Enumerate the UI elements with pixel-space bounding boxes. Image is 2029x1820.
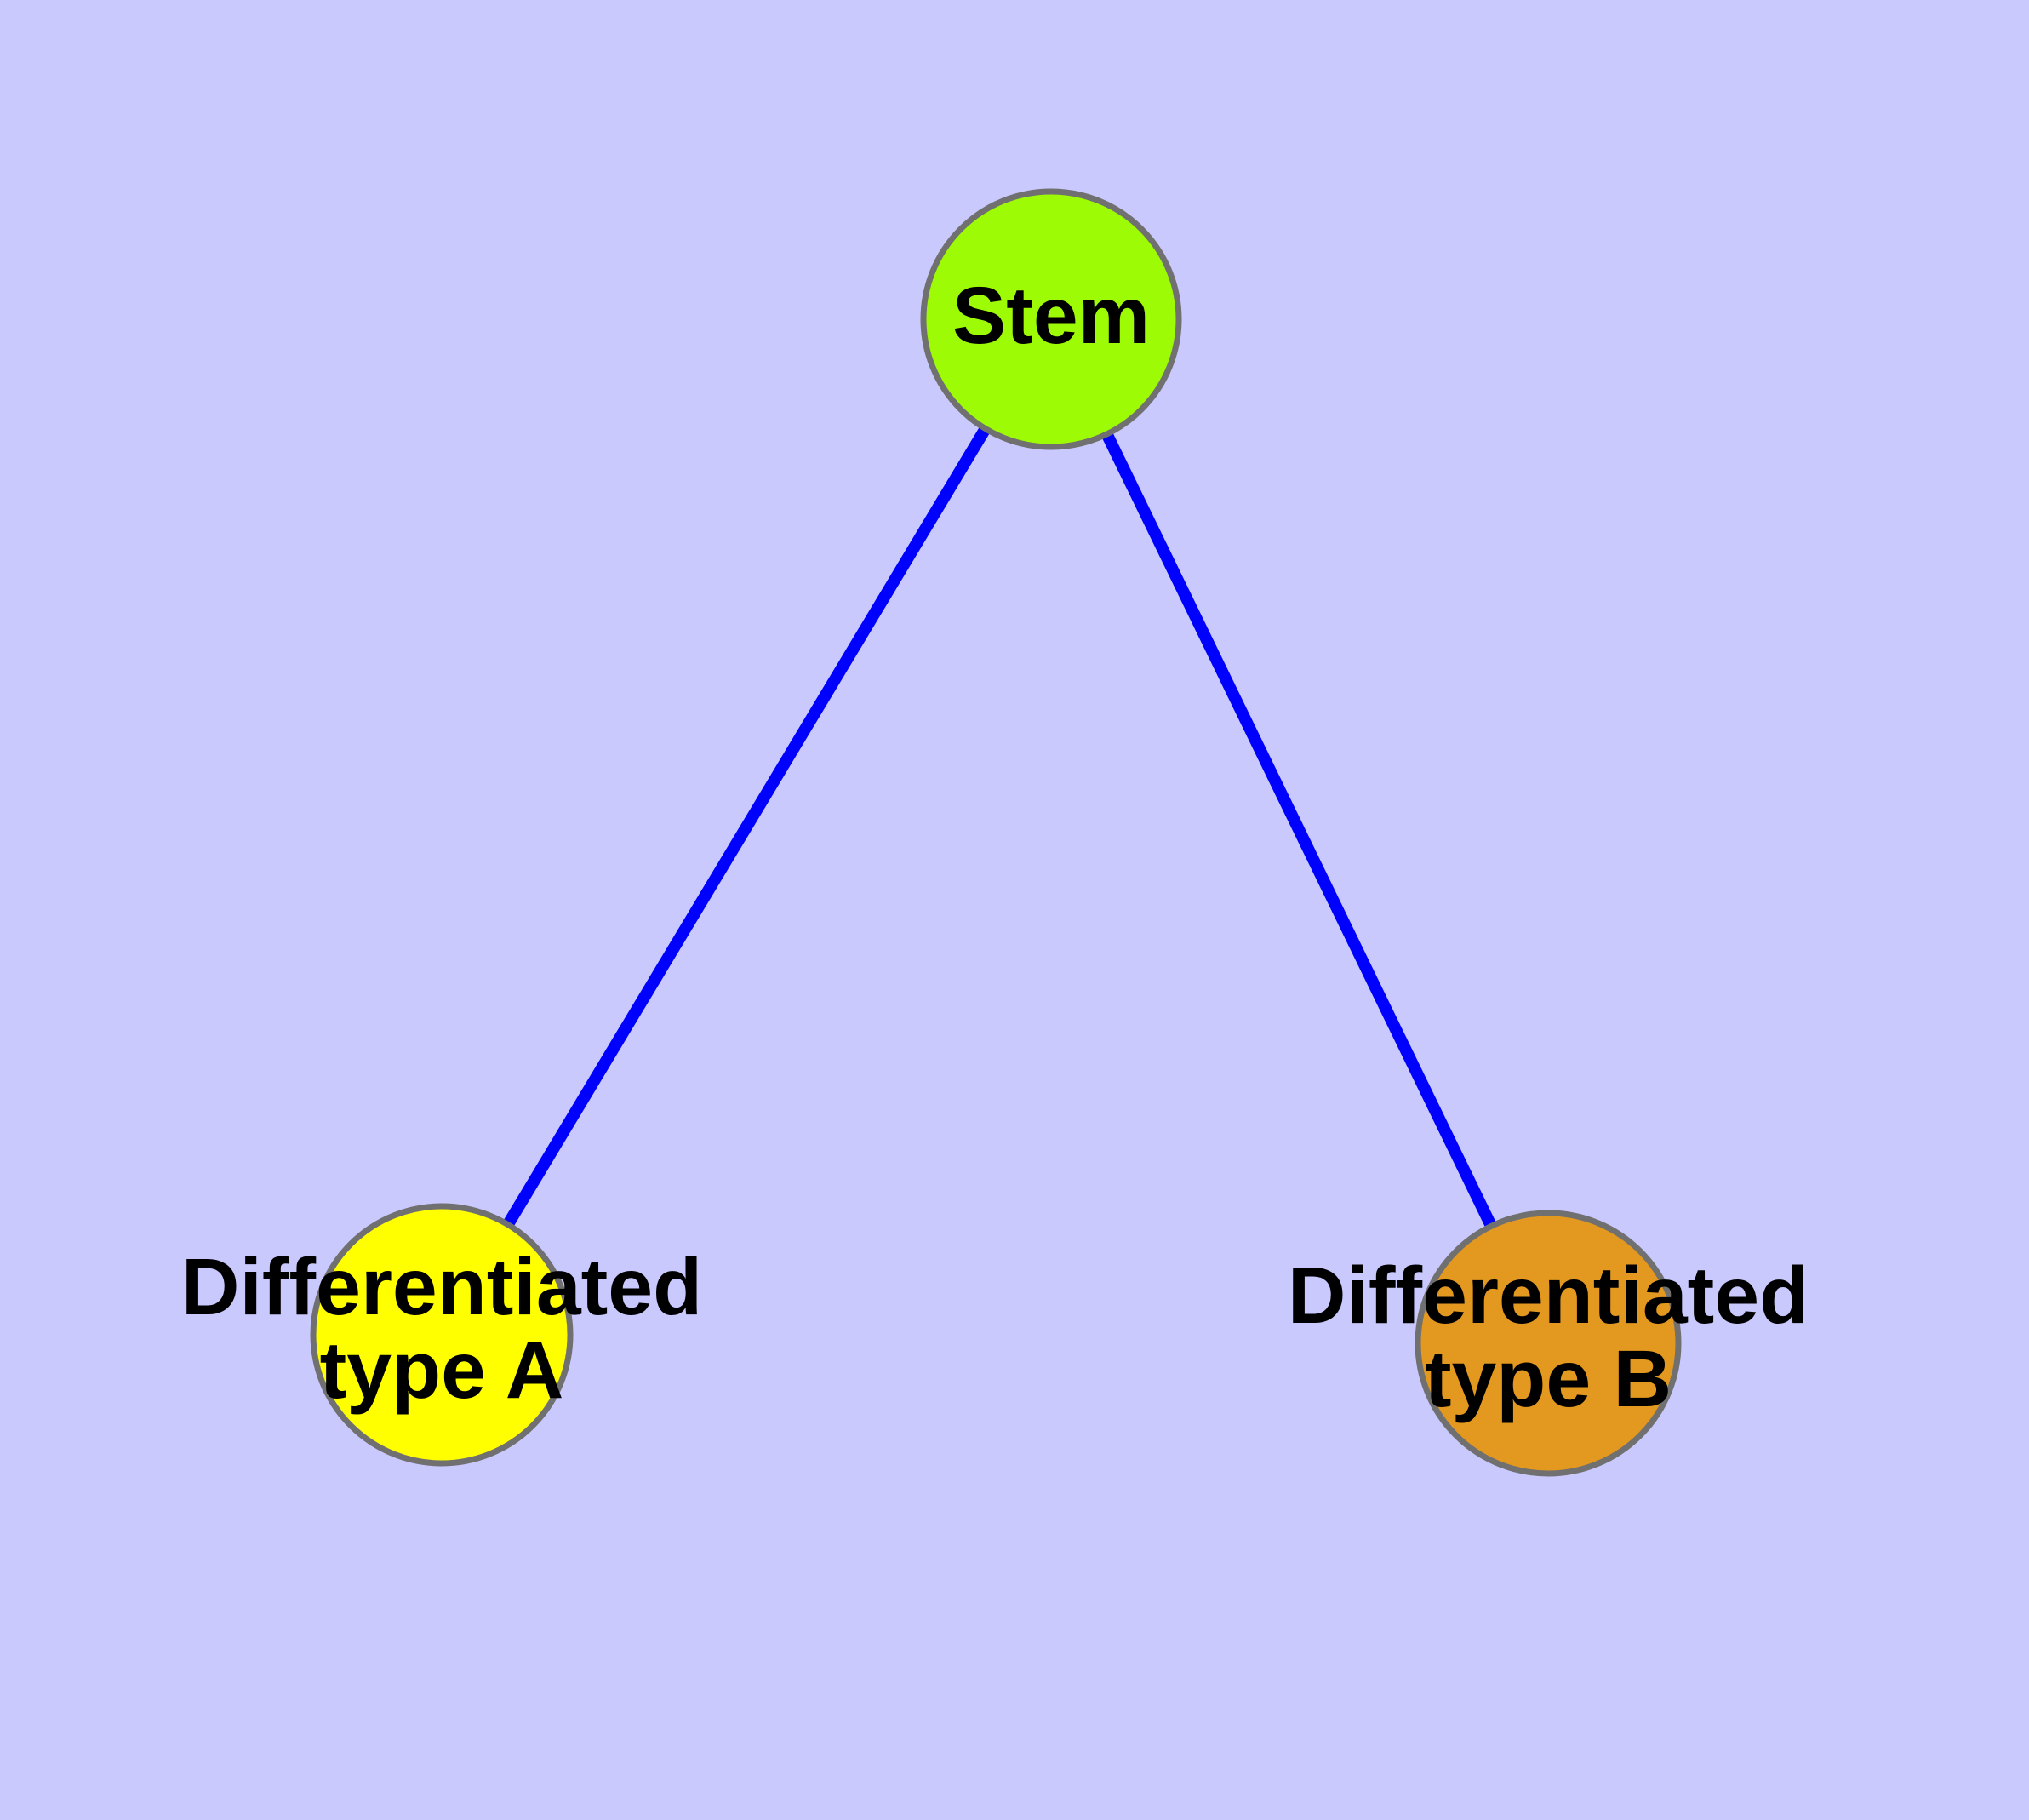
node-differentiated-type-b-circle[interactable] xyxy=(1415,1210,1682,1477)
node-stem[interactable] xyxy=(920,188,1182,450)
edge-stem-to-differentiated-type-b[interactable] xyxy=(1045,316,1554,1347)
edge-stem-to-differentiated-type-a[interactable] xyxy=(436,316,1057,1338)
node-differentiated-type-a-label-line1: Differentiated xyxy=(181,1242,702,1332)
node-differentiated-type-a-label-line2: type A xyxy=(320,1325,564,1416)
node-differentiated-type-b-label-line2: type B xyxy=(1425,1334,1672,1424)
node-differentiated-type-a[interactable] xyxy=(310,1203,574,1467)
node-differentiated-type-b[interactable] xyxy=(1415,1210,1682,1477)
node-differentiated-type-b-label-line1: Differentiated xyxy=(1288,1251,1809,1341)
edge-layer xyxy=(436,316,1554,1347)
node-stem-label: Stem xyxy=(952,271,1150,361)
label-layer: Stem Differentiated type A Differentiate… xyxy=(181,271,1809,1424)
node-stem-circle[interactable] xyxy=(920,188,1182,450)
node-differentiated-type-a-circle[interactable] xyxy=(310,1203,574,1467)
node-layer xyxy=(310,188,1682,1477)
